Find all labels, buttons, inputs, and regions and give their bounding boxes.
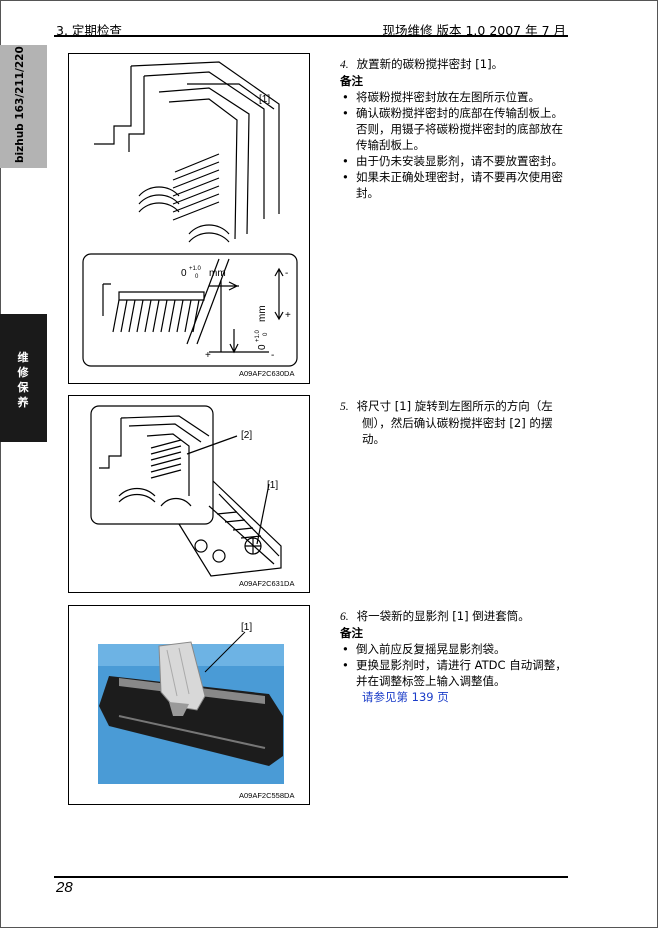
fig1-dim-v-unit: mm [257, 305, 268, 322]
fig1-plus-right: + [285, 310, 291, 321]
fig2-code: A09AF2C631DA [239, 579, 295, 588]
model-side-tab: bizhub 163/211/220 [0, 45, 47, 168]
section-side-tab: 维修保养 [0, 314, 47, 442]
footer-rule [54, 876, 568, 878]
fig1-dim-v: 0 [257, 344, 268, 350]
size-rotation-drawing: [2] [1] [90, 405, 282, 577]
step-5-number: 5. [340, 401, 349, 413]
fig1-minus-top: - [285, 268, 288, 279]
step-5-text: 将尺寸 [1] 旋转到左图所示的方向（左侧），然后确认碳粉搅拌密封 [2] 的摆… [356, 399, 553, 446]
step-4-text: 放置新的碳粉搅拌密封 [1]。 [356, 57, 504, 71]
figure-developer-pour: [1] A09AF2C558DA [68, 605, 310, 805]
step-5: 5. 将尺寸 [1] 旋转到左图所示的方向（左侧），然后确认碳粉搅拌密封 [2] … [340, 398, 572, 447]
fig1-dim-v-sub: 0 [263, 332, 269, 336]
fig1-code: A09AF2C630DA [239, 369, 295, 378]
fig3-callout: [1] [241, 622, 252, 633]
step-6-text: 将一袋新的显影剂 [1] 倒进套筒。 [356, 609, 530, 623]
fig1-dim-h-sub: 0 [195, 274, 199, 280]
step-6: 6. 将一袋新的显影剂 [1] 倒进套筒。 备注 倒入前应反复摇晃显影剂袋。 更换… [340, 608, 572, 705]
figure-size-rotation: [2] [1] A09AF2C631DA [68, 395, 310, 593]
fig3-code: A09AF2C558DA [239, 791, 295, 800]
fig1-dim-v-sup: +1.0 [255, 329, 261, 342]
figure-seal-placement: [1] 0 +1.0 0 mm 0 +1.0 0 mm - + + - A09A… [68, 53, 310, 384]
seal-placement-drawing: [1] 0 +1.0 0 mm 0 +1.0 0 mm - + + - [82, 61, 298, 367]
note-item: 如果未正确处理密封，请不要再次使用密封。 [342, 169, 572, 201]
note-item: 倒入前应反复摇晃显影剂袋。 [342, 641, 572, 657]
developer-pour-photo: [1] [98, 622, 284, 784]
note-item: 确认碳粉搅拌密封的底部在传输刮板上。否则，用镊子将碳粉搅拌密封的底部放在传输刮板… [342, 105, 572, 153]
section-tab-label: 维修保养 [17, 351, 29, 409]
page-reference-link[interactable]: 请参见第 139 页 [362, 690, 449, 704]
note-item: 将碳粉搅拌密封放在左图所示位置。 [342, 89, 572, 105]
step-4: 4. 放置新的碳粉搅拌密封 [1]。 备注 将碳粉搅拌密封放在左图所示位置。 确认… [340, 56, 572, 201]
step-4-number: 4. [340, 59, 349, 71]
fig1-minus-bottom: - [271, 350, 274, 361]
fig1-dim-unit: mm [209, 268, 226, 279]
step-6-number: 6. [340, 611, 349, 623]
page-number: 28 [56, 879, 73, 896]
note-item: 由于仍未安装显影剂，请不要放置密封。 [342, 153, 572, 169]
section-title: 3. 定期检查 [56, 23, 122, 38]
fig2-callout-1: [1] [267, 480, 278, 491]
note-item: 更换显影剂时，请进行 ATDC 自动调整，并在调整标签上输入调整值。 [342, 657, 572, 689]
fig1-dim-h: 0 [181, 268, 187, 279]
fig1-dim-h-sup: +1.0 [189, 266, 202, 272]
fig1-plus-bottom: + [205, 350, 211, 361]
doc-info: 现场维修 版本 1.0 2007 年 7 月 [382, 23, 566, 38]
header-rule [54, 35, 568, 37]
model-label: bizhub 163/211/220 [14, 46, 26, 163]
step-6-notes: 倒入前应反复摇晃显影剂袋。 更换显影剂时，请进行 ATDC 自动调整，并在调整标… [340, 641, 572, 689]
fig1-callout: [1] [259, 94, 270, 105]
step-6-note-title: 备注 [340, 626, 363, 640]
step-4-notes: 将碳粉搅拌密封放在左图所示位置。 确认碳粉搅拌密封的底部在传输刮板上。否则，用镊… [340, 89, 572, 201]
step-4-note-title: 备注 [340, 74, 363, 88]
fig2-callout-2: [2] [241, 430, 252, 441]
